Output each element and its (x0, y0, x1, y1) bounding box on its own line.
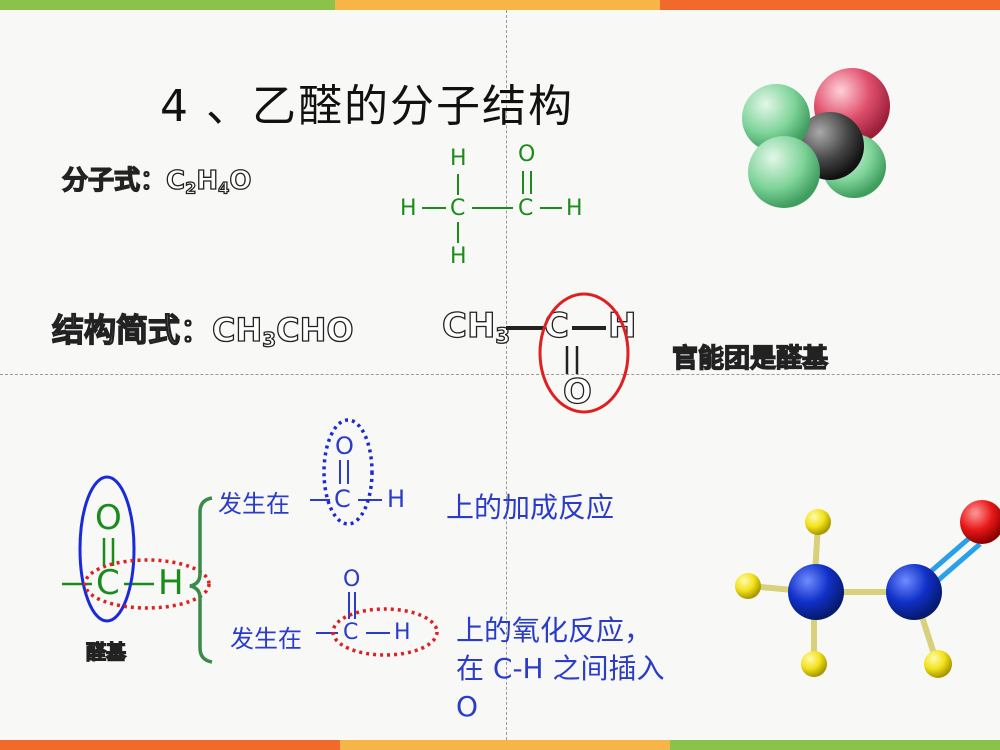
atom-c: C (343, 620, 359, 645)
atom-h: H (450, 244, 467, 269)
bottom-color-bar (0, 740, 1000, 750)
atom-o: O (343, 567, 361, 592)
atom-c: C (543, 305, 569, 346)
reaction-text: 上的氧化反应， 在 C-H 之间插入 O (456, 614, 665, 723)
aldehyde-group-name: 醛基 (85, 639, 126, 664)
atom-o: O (95, 498, 122, 538)
vertical-guide-line (506, 10, 507, 740)
atom-c: C (450, 196, 466, 221)
blue-outline (78, 475, 136, 623)
atom-o: O (562, 371, 592, 412)
reaction-prefix: 发生在 (218, 490, 290, 518)
atom-c: C (518, 196, 534, 221)
blue-dotted-outline (322, 418, 374, 526)
molecular-formula: 分子式：C2H4O (61, 165, 252, 198)
atom-h: H (158, 563, 184, 603)
condensed-formula: 结构简式：CH3CHO (51, 310, 354, 352)
reaction-prefix: 发生在 (230, 625, 302, 653)
red-dotted-outline (331, 607, 439, 657)
top-color-bar (0, 0, 1000, 10)
highlight-circle (538, 292, 630, 414)
atom-h: H (387, 485, 406, 513)
reaction-text: 上的加成反应 (446, 491, 615, 524)
atom-h: H (400, 196, 417, 221)
horizontal-guide-line (0, 374, 1000, 375)
functional-group-note: 官能团是醛基 (671, 343, 829, 374)
atom-o: O (518, 142, 536, 167)
brace (189, 496, 213, 664)
atom-o: O (335, 432, 354, 460)
space-filling-model-icon (742, 68, 890, 208)
red-dotted-outline (83, 558, 211, 610)
ball-and-stick-model-icon (735, 500, 1000, 678)
molecular-formula-label: 分子式： (61, 165, 167, 196)
atom-h: H (450, 146, 467, 171)
atom-c: C (334, 485, 351, 513)
atom-h: H (566, 196, 583, 221)
atom-h: H (394, 620, 411, 645)
slide-title: 4 、乙醛的分子结构 (160, 81, 574, 132)
atom-c: C (96, 563, 120, 603)
condensed-formula-label: 结构简式： (51, 310, 213, 349)
